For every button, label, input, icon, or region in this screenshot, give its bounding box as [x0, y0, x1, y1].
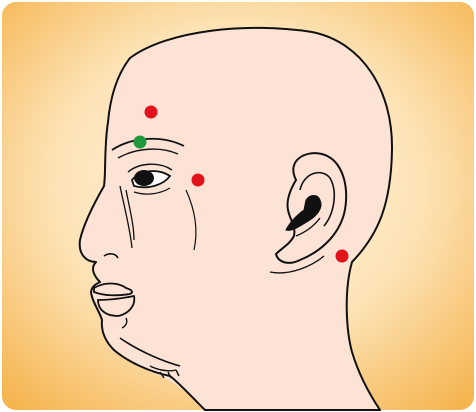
temple-point	[192, 174, 205, 187]
eyebrow-point	[134, 136, 147, 149]
eye-pupil	[134, 170, 154, 186]
forehead-point	[145, 106, 158, 119]
neck-point	[336, 250, 349, 263]
